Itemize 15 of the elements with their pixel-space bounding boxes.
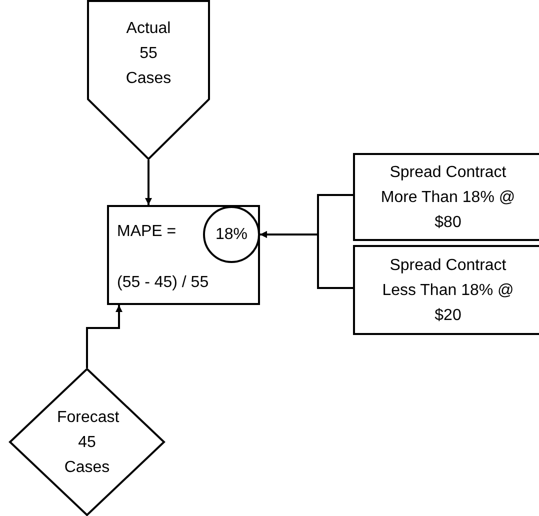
decision-diamond	[9, 368, 165, 516]
pentagon-shape	[87, 0, 210, 160]
node-text: Actual 55 Cases	[124, 19, 172, 89]
node-text: 18%	[215, 225, 248, 245]
node-text: Forecast 45 Cases	[57, 408, 117, 478]
arrow	[260, 231, 353, 289]
arrow	[86, 305, 122, 368]
node-text: Spread Contract Less Than 18% @ $20	[381, 256, 515, 326]
process-box	[353, 153, 539, 241]
formula-box	[107, 205, 260, 305]
arrow	[145, 160, 152, 205]
node-text: (55 - 45) / 55	[117, 273, 209, 293]
process-box	[353, 245, 539, 335]
node-text: MAPE =	[117, 222, 176, 242]
node-text: Spread Contract More Than 18% @ $80	[380, 162, 516, 232]
